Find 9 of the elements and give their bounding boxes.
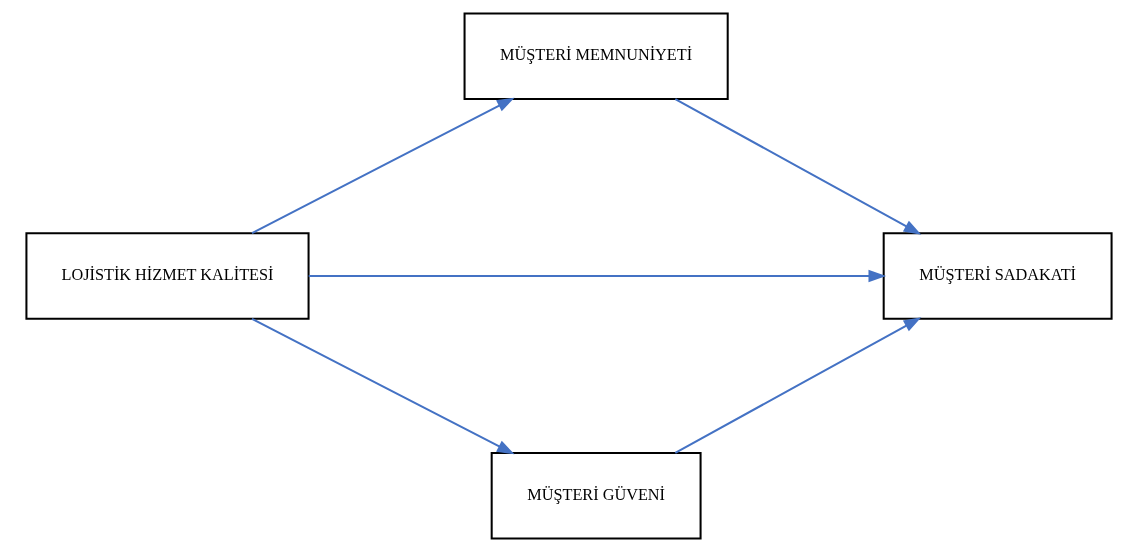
arrow xyxy=(251,318,515,455)
arrow xyxy=(308,269,887,283)
node-box: MÜŞTERİ MEMNUNİYETİ xyxy=(463,12,729,100)
node-box: LOJİSTİK HİZMET KALİTESİ xyxy=(25,232,310,320)
node-box: MÜŞTERİ SADAKATİ xyxy=(882,232,1113,320)
arrow xyxy=(674,98,922,235)
arrow xyxy=(674,317,922,454)
arrow xyxy=(251,97,515,234)
node-box: MÜŞTERİ GÜVENİ xyxy=(490,452,702,540)
